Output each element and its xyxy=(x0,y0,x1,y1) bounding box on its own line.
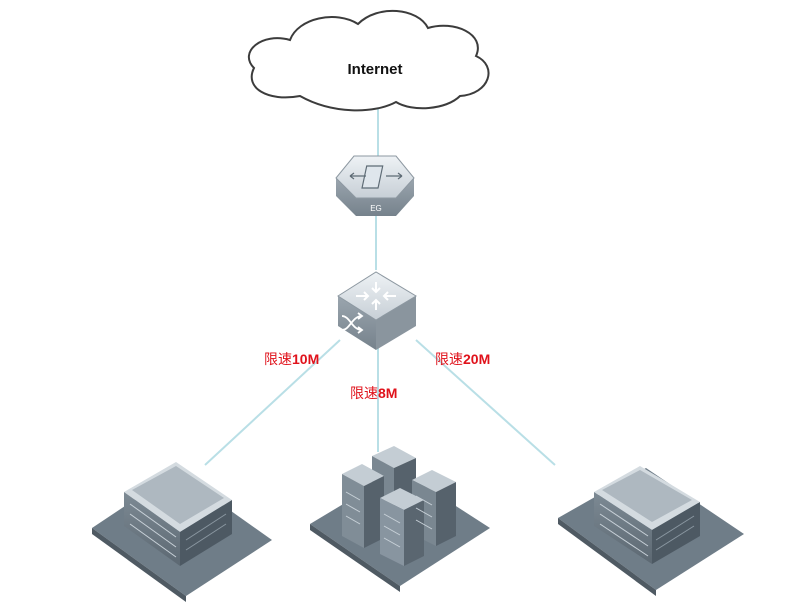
switch-right-face xyxy=(376,296,416,350)
limit-left-value: 10M xyxy=(292,351,319,367)
office-building-icon-right xyxy=(594,466,700,564)
site-center-base-edge xyxy=(310,524,400,592)
site-left-base-edge xyxy=(92,528,186,602)
gateway-label: EG xyxy=(370,204,382,213)
switch-icon xyxy=(341,312,364,334)
switch-left-face xyxy=(338,296,376,350)
limit-center-value: 8M xyxy=(378,385,397,401)
arrows-icon xyxy=(356,282,396,310)
svg-text:限速20M: 限速20M xyxy=(435,351,490,368)
svg-text:限速10M: 限速10M xyxy=(264,351,319,368)
svg-text:限速8M: 限速8M xyxy=(350,385,397,402)
limit-center-prefix: 限速 xyxy=(350,386,378,402)
apartment-buildings-icon xyxy=(342,446,456,566)
limit-right: 限速20M xyxy=(435,351,490,368)
internet-cloud: Internet xyxy=(247,10,490,112)
link-switch-to-right-site xyxy=(415,339,556,466)
gateway-side xyxy=(336,178,414,216)
site-right-corporation: Corporation xyxy=(558,466,744,596)
office-building-icon xyxy=(124,462,232,566)
cloud-label: Internet xyxy=(347,61,402,78)
limit-right-prefix: 限速 xyxy=(435,352,463,368)
gateway-icon xyxy=(349,165,403,189)
site-left-corporation: Corporation xyxy=(92,462,272,602)
core-switch-device xyxy=(337,271,417,350)
limit-left-prefix: 限速 xyxy=(264,352,292,368)
gateway-device: EG xyxy=(335,155,415,216)
switch-top-face xyxy=(337,271,417,321)
limit-right-value: 20M xyxy=(463,351,490,367)
limit-center: 限速8M xyxy=(350,385,397,402)
site-center-district: District xyxy=(310,446,490,592)
link-switch-to-left-site xyxy=(204,339,341,466)
cloud-icon xyxy=(247,10,490,112)
site-right-base-edge xyxy=(558,518,656,596)
limit-left: 限速10M xyxy=(264,351,319,368)
